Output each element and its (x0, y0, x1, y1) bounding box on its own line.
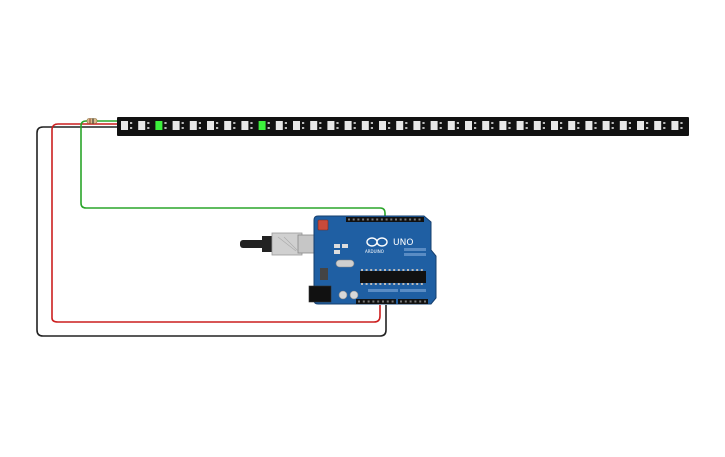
led-pixel (551, 121, 563, 130)
led-pixel (447, 121, 459, 130)
led-pixel (533, 121, 545, 130)
atmega-chip (360, 271, 426, 283)
brand-label: ARDUINO (365, 249, 384, 254)
led-pixel (637, 121, 649, 130)
led-pixel (585, 121, 597, 130)
led-pixel (499, 121, 511, 130)
led-pixel (619, 121, 631, 130)
power-header (356, 299, 396, 304)
data-wire[interactable] (80, 120, 386, 222)
led-pixel (241, 121, 253, 130)
led-pixel (172, 121, 184, 130)
capacitor-1 (338, 290, 348, 300)
led-pixel (293, 121, 305, 130)
ground-wire[interactable] (36, 126, 387, 337)
reset-button[interactable] (317, 219, 329, 231)
led-pixel (361, 121, 373, 130)
led-pixel (430, 121, 442, 130)
uno-label: UNO (393, 238, 413, 248)
power-wire[interactable] (51, 123, 381, 323)
crystal (335, 259, 355, 268)
led-strip[interactable] (117, 117, 689, 136)
led-pixel (344, 121, 356, 130)
led-pixel (413, 121, 425, 130)
resistor[interactable] (86, 118, 98, 124)
led-pixels (121, 121, 683, 130)
arduino-logo: ARDUINO (365, 237, 388, 254)
led-pixel (602, 121, 614, 130)
led-pixel (379, 121, 391, 130)
led-pixel (310, 121, 322, 130)
wires (36, 120, 387, 337)
led-pixel (121, 121, 133, 130)
led-pixel (327, 121, 339, 130)
led-pixel (207, 121, 219, 130)
led-pixel (224, 121, 236, 130)
led-pixel (568, 121, 580, 130)
led-pixel (155, 121, 167, 130)
led-pixel (654, 121, 666, 130)
led-pixel (482, 121, 494, 130)
led-pixel (465, 121, 477, 130)
power-jack (308, 285, 332, 303)
led-pixel (258, 121, 270, 130)
capacitor-2 (349, 290, 359, 300)
led-pixel (138, 121, 150, 130)
led-pixel (189, 121, 201, 130)
led-pixel (516, 121, 528, 130)
led-pixel (396, 121, 408, 130)
led-pixel (275, 121, 287, 130)
analog-header (398, 299, 428, 304)
arduino-uno[interactable]: ARDUINO UNO (240, 215, 437, 305)
digital-header (346, 217, 424, 222)
led-pixel (671, 121, 683, 130)
